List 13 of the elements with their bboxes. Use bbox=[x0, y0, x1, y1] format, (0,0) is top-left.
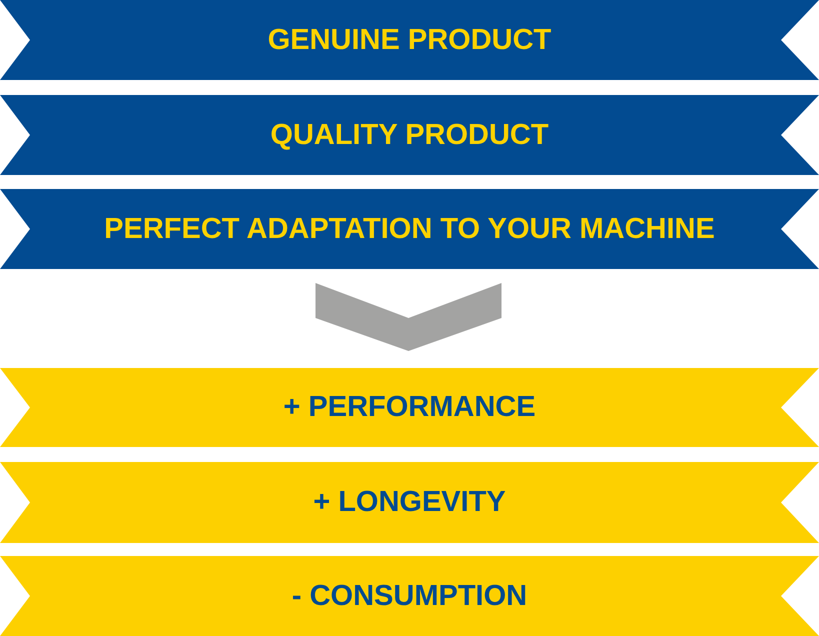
ribbon-banner bbox=[0, 0, 819, 80]
banner-text: - CONSUMPTION bbox=[292, 580, 528, 612]
ribbon-banner bbox=[0, 556, 819, 636]
banner-text: + PERFORMANCE bbox=[283, 391, 536, 424]
banner-text: + LONGEVITY bbox=[313, 486, 506, 519]
banner-text: QUALITY PRODUCT bbox=[270, 118, 549, 152]
chevron-arrow bbox=[316, 283, 502, 351]
ribbon-banner bbox=[0, 189, 819, 269]
ribbon-banner bbox=[0, 95, 819, 175]
ribbon-banner bbox=[0, 462, 819, 543]
banner-text: PERFECT ADAPTATION TO YOUR MACHINE bbox=[104, 212, 715, 246]
banner-text: GENUINE PRODUCT bbox=[268, 24, 552, 56]
ribbon-banner bbox=[0, 368, 819, 447]
